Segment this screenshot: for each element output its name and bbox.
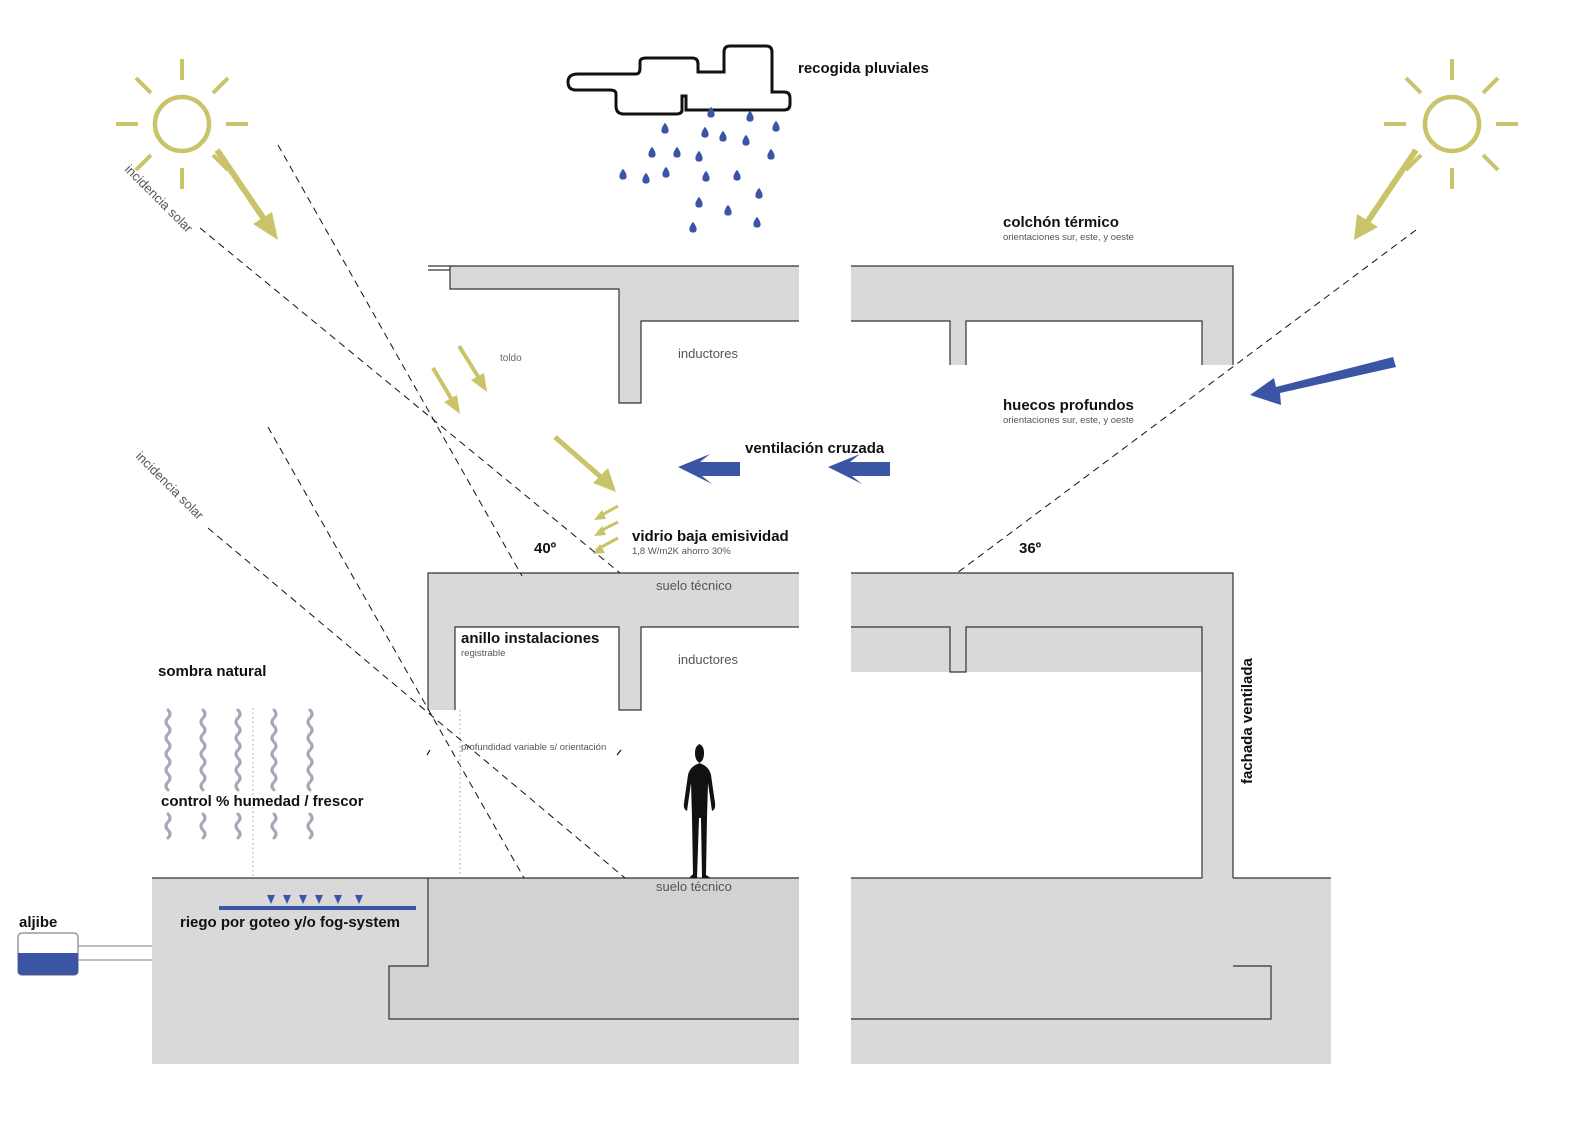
water-drop-icon	[724, 204, 732, 216]
water-drop-icon	[702, 170, 710, 182]
water-tank-icon	[17, 932, 152, 976]
humidity-wave	[306, 708, 314, 792]
water-drop-icon	[742, 134, 750, 146]
solar-incidence-label-1: incidencia solar	[122, 162, 196, 236]
solar-incidence-line-2	[277, 144, 523, 577]
floor-slab-right-edge	[851, 572, 1234, 966]
water-drop-icon	[662, 166, 670, 178]
humidity-wave	[164, 708, 172, 792]
deep-openings-label: huecos profundos	[1003, 397, 1134, 414]
floor-slab-left	[428, 573, 799, 710]
water-drop-icon	[661, 122, 669, 134]
solar-arrow-glass	[553, 435, 616, 492]
water-drop-icon	[642, 172, 650, 184]
drip-irrigation-label: riego por goteo y/o fog-system	[180, 914, 400, 931]
variable-depth-label: profundidad variable s/ orientación	[461, 742, 606, 753]
reflection-arrows	[593, 504, 619, 554]
rain-drops	[619, 106, 780, 233]
solar-arrow-left	[214, 148, 278, 240]
deep-openings-sublabel: orientaciones sur, este, y oeste	[1003, 415, 1134, 426]
water-drop-icon	[355, 895, 363, 904]
irrigation-drops	[267, 895, 363, 904]
water-drop-icon	[772, 120, 780, 132]
humidity-wave	[270, 812, 278, 840]
floor-slab-left-edge	[427, 572, 799, 711]
inductors-label-bottom: inductores	[678, 652, 738, 667]
sun-icon	[1384, 59, 1518, 189]
solar-incidence-line-4	[267, 426, 525, 879]
roof-slab-right	[851, 266, 1233, 365]
low-e-glass-label: vidrio baja emisividad	[632, 528, 789, 545]
humidity-wave	[306, 812, 314, 840]
ventilation-arrow-2	[828, 454, 890, 484]
water-drop-icon	[767, 148, 775, 160]
ground-right	[851, 878, 1331, 1064]
water-drop-icon	[733, 169, 741, 181]
low-e-glass-sublabel: 1,8 W/m2K ahorro 30%	[632, 546, 731, 557]
water-drop-icon	[648, 146, 656, 158]
technical-floor-label-bottom: suelo técnico	[656, 879, 732, 894]
technical-floor-label-top: suelo técnico	[656, 578, 732, 593]
cross-ventilation-label: ventilación cruzada	[745, 440, 885, 457]
humidity-wave	[270, 708, 278, 792]
solar-incidence-line-3	[207, 527, 626, 879]
water-drop-icon	[701, 126, 709, 138]
angle-left-label: 40º	[534, 540, 557, 557]
water-drop-icon	[707, 106, 715, 118]
depth-tick-right	[616, 749, 622, 756]
thermal-mattress-sublabel: orientaciones sur, este, y oeste	[1003, 232, 1134, 243]
humidity-wave	[164, 812, 172, 840]
water-drop-icon	[695, 150, 703, 162]
ventilation-arrow-1	[678, 454, 740, 484]
water-drop-icon	[673, 146, 681, 158]
roof-slab-left-edge	[428, 265, 799, 404]
cistern-label: aljibe	[19, 914, 57, 931]
water-drop-icon	[719, 130, 727, 142]
foundation-left	[389, 878, 799, 1019]
natural-shade-label: sombra natural	[158, 663, 266, 680]
water-drop-icon	[755, 187, 763, 199]
solar-arrow-right	[1354, 148, 1419, 240]
solar-arrow-toldo-2	[457, 344, 487, 392]
ground-left-edge	[152, 877, 799, 1020]
depth-tick-left	[426, 749, 431, 756]
inductors-label-top: inductores	[678, 346, 738, 361]
solar-arrow-toldo-1	[431, 366, 460, 414]
water-drop-icon	[746, 110, 754, 122]
sun-icon	[116, 59, 248, 189]
water-drop-icon	[267, 895, 275, 904]
services-ring-label: anillo instalaciones	[461, 630, 599, 647]
drip-irrigation-line	[219, 906, 416, 910]
rain-collection-label: recogida pluviales	[798, 60, 929, 77]
solar-incidence-line-1	[199, 227, 621, 574]
water-drop-icon	[695, 196, 703, 208]
services-ring-sublabel: registrable	[461, 648, 505, 659]
water-drop-icon	[334, 895, 342, 904]
roof-slab-right-edge	[851, 265, 1234, 365]
solar-incidence-label-2: incidencia solar	[133, 449, 207, 523]
water-drop-icon	[283, 895, 291, 904]
water-drop-icon	[299, 895, 307, 904]
humidity-waves	[164, 708, 314, 840]
water-drop-icon	[689, 221, 697, 233]
thermal-mattress-label: colchón térmico	[1003, 214, 1119, 231]
ground-right-edge	[851, 877, 1331, 1020]
water-drop-icon	[753, 216, 761, 228]
wind-arrow-right	[1250, 357, 1396, 405]
angle-right-label: 36º	[1019, 540, 1042, 557]
humidity-wave	[199, 812, 207, 840]
floor-slab-right	[851, 573, 1233, 878]
awning-label: toldo	[500, 353, 522, 364]
humidity-control-label: control % humedad / frescor	[161, 793, 364, 810]
cloud-icon	[566, 44, 792, 116]
roof-slab-left	[450, 266, 799, 403]
water-drop-icon	[315, 895, 323, 904]
water-drop-icon	[619, 168, 627, 180]
ventilated-facade-label: fachada ventilada	[1239, 657, 1256, 784]
person-silhouette-icon	[683, 744, 716, 878]
humidity-wave	[234, 812, 242, 840]
humidity-wave	[234, 708, 242, 792]
humidity-wave	[199, 708, 207, 792]
